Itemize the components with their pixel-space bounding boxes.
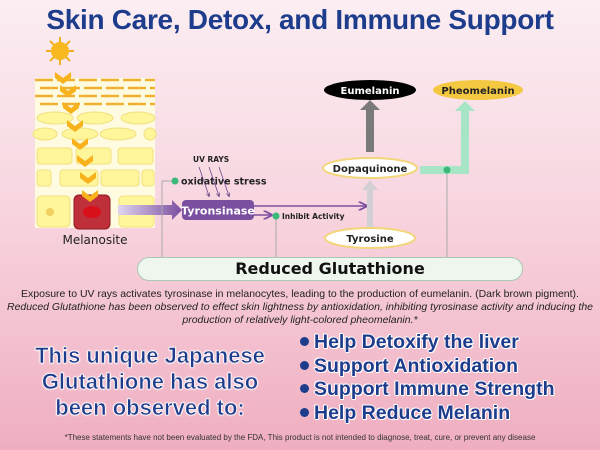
inhibit-activity-label: Inhibit Activity — [282, 212, 345, 221]
eumelanin-label: Eumelanin — [341, 86, 400, 97]
benefits-list: Help Detoxify the liver Support Antioxid… — [300, 331, 555, 425]
description-line-1: Exposure to UV rays activates tyrosinase… — [21, 288, 579, 300]
skin-layers-illustration — [32, 78, 157, 230]
bullet-icon — [300, 407, 309, 417]
uv-rays-label: UV RAYS — [193, 155, 229, 164]
uv-ray-arrows — [198, 166, 229, 196]
page-title: Skin Care, Detox, and Immune Support — [46, 4, 554, 35]
eumelanin-node — [324, 80, 416, 100]
eumelanin-arrow — [360, 100, 380, 152]
tyrosine-node — [324, 227, 416, 249]
benefit-item: Help Reduce Melanin — [300, 402, 555, 426]
dopaquinone-node — [322, 157, 418, 179]
bullet-icon — [300, 360, 309, 370]
claim-line: This unique Japanese — [35, 343, 265, 369]
pheomelanin-node — [433, 80, 523, 100]
activation-arrow — [118, 200, 182, 220]
fda-disclaimer: *These statements have not been evaluate… — [64, 433, 536, 442]
bullet-icon — [300, 384, 309, 393]
oxidative-stress-dot — [171, 177, 179, 185]
dopaquinone-label: Dopaquinone — [333, 164, 408, 175]
benefit-item: Support Antioxidation — [300, 355, 555, 379]
tyrosine-label: Tyrosine — [346, 234, 393, 245]
reduced-glutathione-bar: Reduced Glutathione — [137, 257, 523, 281]
bullet-icon — [300, 337, 309, 346]
sun-icon — [46, 37, 74, 65]
uv-chevrons-icon — [55, 72, 98, 202]
pheomelanin-label: Pheomelanin — [441, 86, 514, 97]
tyrosinase-label: Tyronsinase — [181, 205, 255, 218]
benefit-item: Help Detoxify the liver — [300, 331, 555, 355]
inhibit-dot — [272, 212, 280, 220]
pheomelanin-arrow — [420, 101, 475, 174]
benefit-item: Support Immune Strength — [300, 378, 555, 402]
tyrosine-arrow — [362, 180, 378, 227]
description: Exposure to UV rays activates tyrosinase… — [0, 288, 600, 327]
description-line-2: Reduced Glutathione has been observed to… — [6, 301, 594, 326]
melanosite-label: Melanosite — [62, 233, 128, 247]
claim-line: Glutathione has also — [41, 369, 259, 395]
claim-line: been observed to: — [55, 395, 245, 421]
claim-heading: This unique Japanese Glutathione has als… — [10, 343, 290, 421]
tyrosinase-box — [182, 200, 254, 220]
